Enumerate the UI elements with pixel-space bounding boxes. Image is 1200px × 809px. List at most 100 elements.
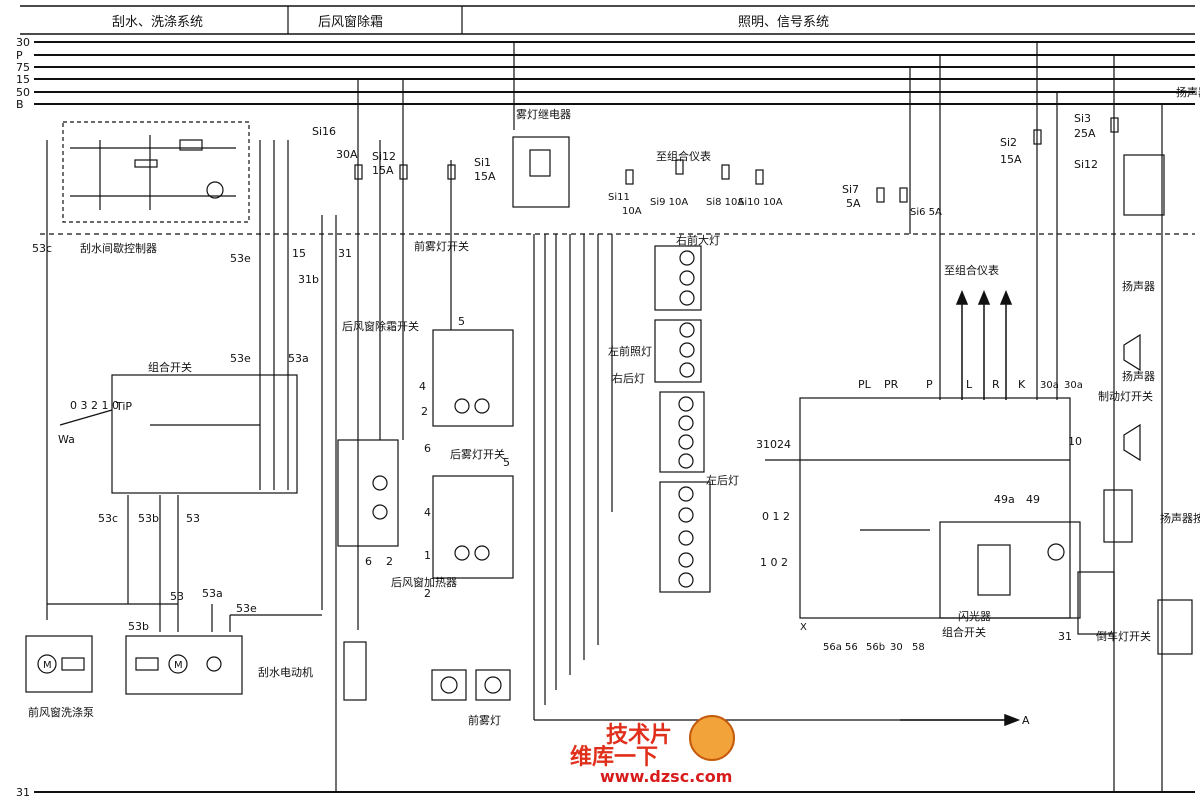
terminal-6-defrost: 6 [365,555,372,568]
combo-switch-right-box [765,397,1071,619]
horn1-label: 扬声器 [1122,279,1155,293]
terminal-53b-bottom: 53b [138,512,159,525]
fuse-si2-rating: 15A [1000,153,1022,166]
rear-fog-switch-label: 后雾灯开关 [450,447,505,461]
terminal-p: P [926,378,933,391]
terminal-4-rearfog: 4 [424,506,431,519]
watermark-line1: 技术片 [606,723,672,748]
terminal-wa: Wa [58,433,75,446]
terminal-5-frontfog: 5 [458,315,465,328]
fuse-si11-rating: 10A [622,206,642,217]
terminal-r: R [992,378,1000,391]
terminal-56a: 56a [823,642,842,653]
middle-wires [357,42,1163,792]
fuse-si11-name: Si11 [608,192,630,203]
terminal-2-frontfog: 2 [421,405,428,418]
terminal-30: 30 [890,642,903,653]
terminal-15: 15 [292,247,306,260]
fuse-si10-name: Si10 10A [738,197,783,208]
terminal-2-rearfog: 2 [424,587,431,600]
to-cluster-b-label: 至组合仪表 [944,263,999,277]
terminal-tip: TiP [115,400,132,413]
fuse-si3-rating: 25A [1074,127,1096,140]
brake-switch-label: 制动灯开关 [1098,389,1153,403]
left-headlight-label: 左前照灯 [608,344,652,358]
terminal-31: 31 [338,247,352,260]
terminal-53a-mid: 53a [288,352,309,365]
terminal-49: 49 [1026,493,1040,506]
left-tail-label: 左后灯 [706,474,739,487]
to-cluster-a-label: 至组合仪表 [656,149,711,163]
terminal-53c-bottom: 53c [98,512,118,525]
terminal-10: 10 [1068,435,1082,448]
header-section-wiper: 刮水、洗涤系统 [112,15,203,30]
horn-circuit [1123,154,1193,655]
terminal-53-bottom: 53 [186,512,200,525]
ground-label-31: 31 [16,786,30,799]
terminal-53e-motor: 53e [236,602,257,615]
flasher-label: 闪光器 [958,609,991,623]
rear-defrost-switch-label: 后风窗除霜开关 [342,319,419,333]
header-section-lighting: 照明、信号系统 [738,15,829,30]
terminal-31-flasher: 31 [1058,630,1072,643]
terminal-58: 58 [912,642,925,653]
header-section-defrost: 后风窗除霜 [318,14,383,30]
bus-label-30: 30 [16,36,30,49]
wiper-controller-box [62,121,250,223]
fuse-si12b-name: Si12 [1074,158,1098,171]
bus-label-15: 15 [16,73,30,86]
fuse-si12a-name: Si12 [372,150,396,163]
reverse-switch-label: 倒车灯开关 [1096,629,1151,643]
washer-pump-motor-icon: M [43,660,52,671]
fuse-si16-rating: 30A [336,148,358,161]
combo-switch-right-label: 组合开关 [942,625,986,639]
terminal-30a-1: 30a [1040,380,1059,391]
fuse-si6-name: Si6 5A [910,207,942,218]
washer-pump-label: 前风窗洗涤泵 [28,705,94,719]
horn2-label: 扬声器 [1122,369,1155,383]
fuse-si8-name: Si8 10A [706,197,744,208]
fuse-si16-name: Si16 [312,125,336,138]
terminal-5-rearfog: 5 [503,456,510,469]
terminal-x: X [800,622,807,633]
watermark: 技术片 维库一下 www.dzsc.com [570,715,735,786]
front-fog-switch-box [432,329,514,427]
rear-defrost-switch-box [337,439,399,701]
wiper-motor-label: 刮水电动机 [258,665,313,679]
cluster-arrows [955,290,1013,400]
terminal-31024: 31024 [756,438,791,451]
terminal-49a: 49a [994,493,1015,506]
fuse-si1-name: Si1 [474,156,491,169]
terminal-pr: PR [884,378,899,391]
bus-lines [34,41,1195,793]
terminal-31b: 31b [298,273,319,286]
watermark-url: www.dzsc.com [600,767,732,786]
terminal-53e-mid: 53e [230,352,251,365]
fuse-si1-rating: 15A [474,170,496,183]
fuse-si9-name: Si9 10A [650,197,688,208]
bus-label-50: 50 [16,86,30,99]
horn-button-label: 扬声器按钮 [1160,511,1200,525]
switch-positions: 0 3 2 1 0 [70,399,119,412]
terminal-6-frontfog: 6 [424,442,431,455]
fuse-si2-name: Si2 [1000,136,1017,149]
fog-relay-box [512,136,570,208]
wiper-motor-box [125,635,243,695]
terminal-53c-top: 53c [32,242,52,255]
terminal-53e-top: 53e [230,252,251,265]
terminal-4-frontfog: 4 [419,380,426,393]
arrow-a [900,713,1021,727]
arrow-a-label: A [1022,714,1030,727]
terminal-56: 56 [845,642,858,653]
fuse-si7-name: Si7 [842,183,859,196]
front-fog-switch-label: 前雾灯开关 [414,239,469,253]
terminal-56b: 56b [866,642,885,653]
terminal-102: 1 0 2 [760,556,788,569]
combo-switch-left-label: 组合开关 [148,360,192,374]
combo-switch-left-box [59,374,298,494]
right-headlight-label: 右前大灯 [676,233,720,247]
front-fog-lamps [431,669,511,701]
wiper-wires [46,140,337,792]
